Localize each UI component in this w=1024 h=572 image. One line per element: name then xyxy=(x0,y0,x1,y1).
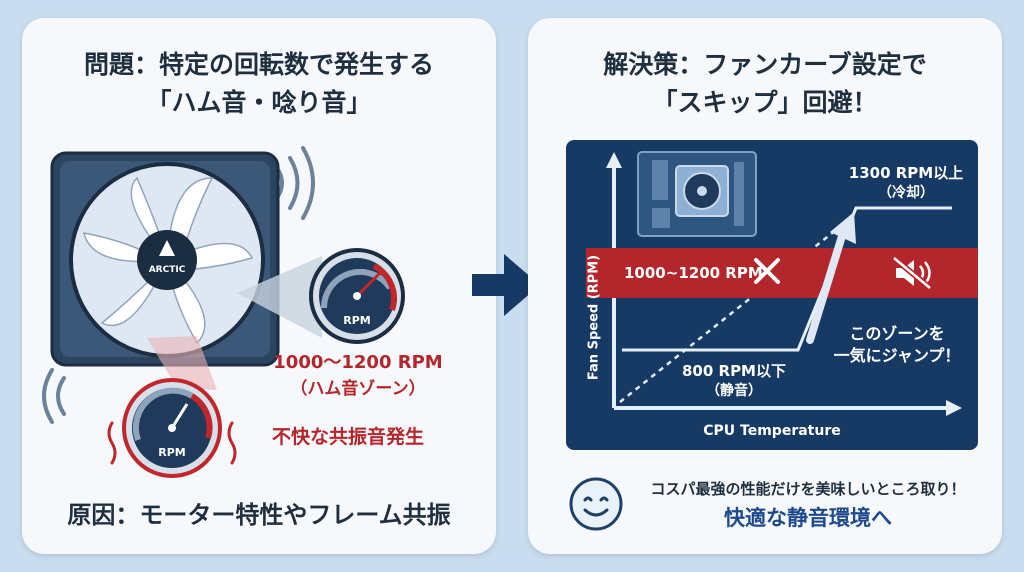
footer-headline: 快適な静音環境へ xyxy=(724,506,892,530)
high-speed-note: （冷却） xyxy=(878,185,934,201)
footer-tagline: コスパ最強の性能だけを美味しいところ取り！ xyxy=(650,480,966,498)
jump-label-line2: 一気にジャンプ！ xyxy=(833,346,961,365)
x-axis-label: CPU Temperature xyxy=(703,423,841,439)
cause-text: 原因：モーター特性やフレーム共振 xyxy=(67,501,451,529)
low-speed-note: （静音） xyxy=(706,383,762,399)
speedometer-icon: RPM xyxy=(309,248,405,344)
sound-wave-icon xyxy=(42,368,66,424)
high-speed-label: 1300 RPM以上 xyxy=(848,164,964,182)
solution-title-line2: 「スキップ」回避！ xyxy=(652,88,878,117)
fan-illustration: ARCTIC RPM RPM xyxy=(42,146,405,478)
right-arrow-icon xyxy=(472,254,540,316)
smiley-icon xyxy=(569,477,623,531)
speedometer-icon: RPM xyxy=(107,378,237,478)
fan-curve-chart: Fan Speed (RPM) CPU Temperature 1000~120… xyxy=(566,140,978,450)
hum-band-label: 1000~1200 RPM xyxy=(624,264,763,282)
hum-zone-name: （ハム音ゾーン） xyxy=(290,379,426,399)
jump-label-line1: このゾーンを xyxy=(849,324,945,343)
solution-panel: 解決策：ファンカーブ設定で 「スキップ」回避！ xyxy=(528,18,1002,554)
hum-zone-rpm: 1000〜1200 RPM xyxy=(273,352,443,373)
fan-icon: ARCTIC xyxy=(50,151,280,367)
problem-panel: 問題：特定の回転数で発生する 「ハム音・唸り音」 A xyxy=(22,18,496,554)
solution-title-line1: 解決策：ファンカーブ設定で xyxy=(603,50,927,79)
y-axis-label: Fan Speed (RPM) xyxy=(586,254,602,381)
motherboard-icon xyxy=(637,151,757,237)
gauge-rpm-label: RPM xyxy=(343,314,370,327)
gauge-rpm-label: RPM xyxy=(158,446,185,459)
problem-title-line1: 問題：特定の回転数で発生する xyxy=(83,50,434,79)
low-speed-label: 800 RPM以下 xyxy=(681,362,786,380)
mute-icon xyxy=(892,255,932,291)
sound-wave-icon xyxy=(275,146,315,220)
problem-title-line2: 「ハム音・唸り音」 xyxy=(146,88,372,117)
resonance-warning: 不快な共振音発生 xyxy=(271,426,424,448)
fan-brand-label: ARCTIC xyxy=(149,265,186,275)
